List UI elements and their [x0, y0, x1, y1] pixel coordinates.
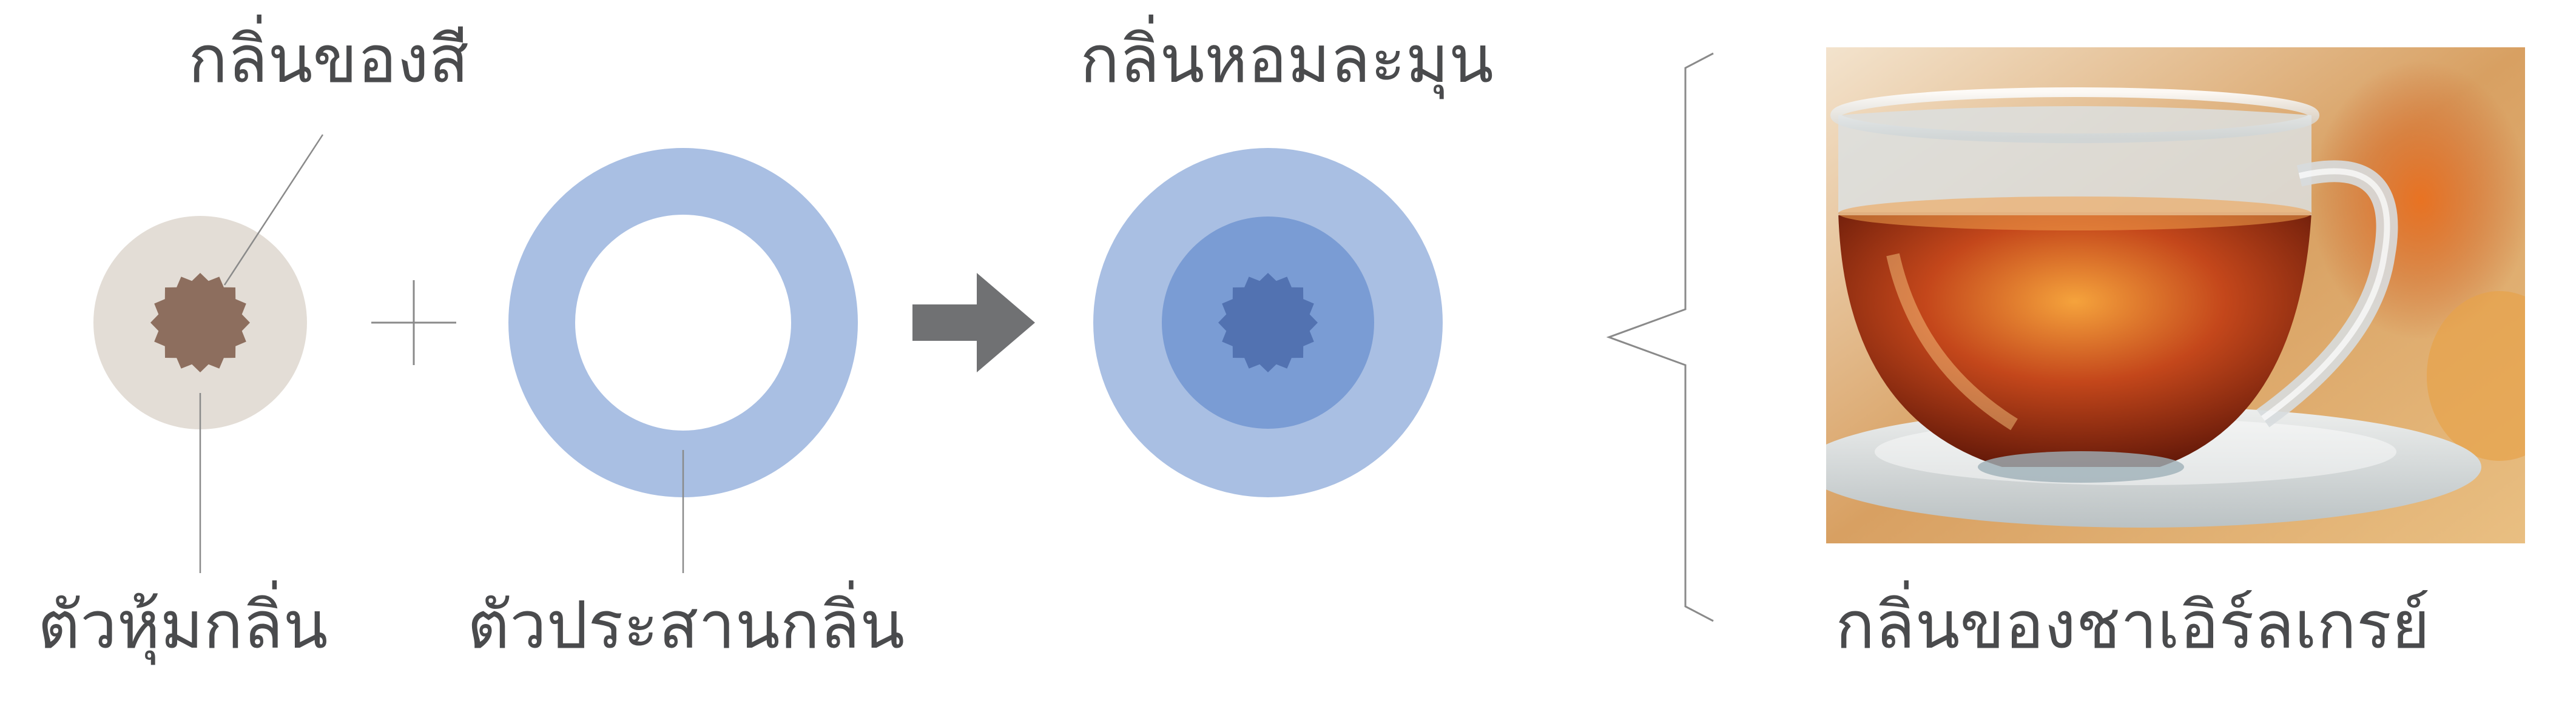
- label-smell-binder: ตัวประสานกลิ่น: [467, 580, 905, 663]
- label-smell-wrapper: ตัวหุ้มกลิ่น: [38, 580, 328, 665]
- curly-brace: [1606, 52, 1714, 622]
- right-arrow-icon: [912, 273, 1035, 372]
- label-smell-of-color: กลิ่นของสี: [188, 15, 469, 98]
- plus-icon: [371, 280, 456, 365]
- label-earl-grey-scent: กลิ่นของชาเอิร์ลเกรย์: [1835, 580, 2430, 663]
- scent-core: [150, 273, 250, 372]
- result-scent-core: [1218, 273, 1318, 372]
- tea-cup-photo: [1826, 47, 2525, 543]
- label-mellow-scent: กลิ่นหอมละมุน: [1080, 15, 1494, 99]
- pointer-line-smell-of-color: [223, 134, 324, 286]
- binder-ring: [508, 148, 858, 497]
